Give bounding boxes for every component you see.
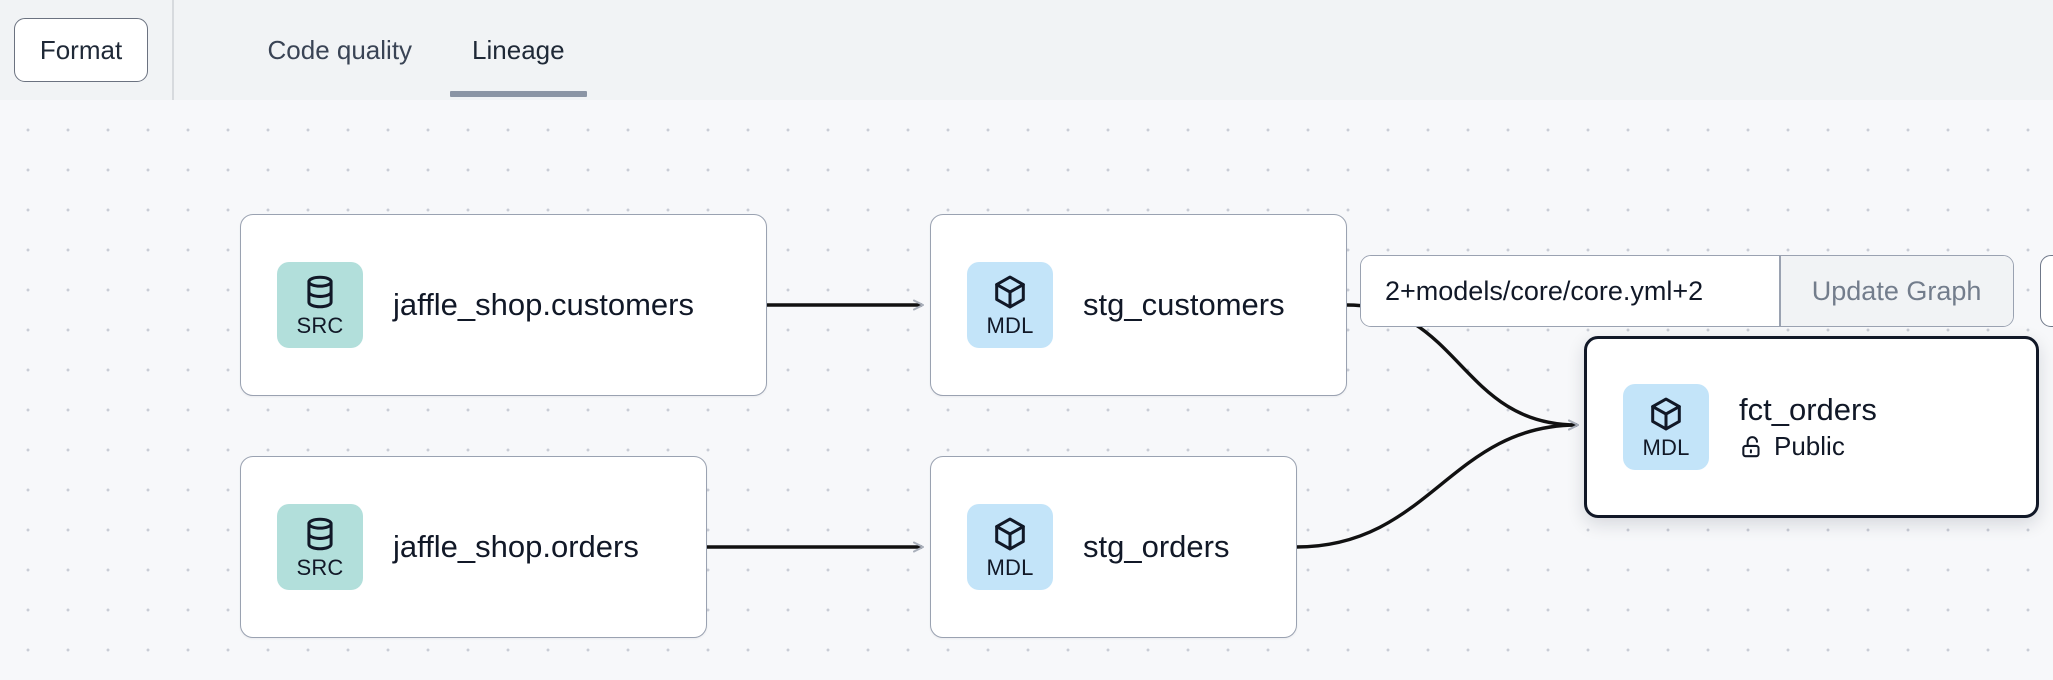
- node-title: stg_customers: [1083, 287, 1285, 323]
- lineage-node-fct-orders[interactable]: MDL fct_orders Public: [1584, 336, 2039, 518]
- update-graph-button[interactable]: Update Graph: [1780, 256, 2013, 326]
- cube-icon: [995, 517, 1025, 551]
- graph-selector-input[interactable]: [1361, 256, 1779, 326]
- edge-stg-orders-to-fct-orders: [1295, 419, 1579, 549]
- node-badge-src: SRC: [277, 504, 363, 590]
- node-title: jaffle_shop.customers: [393, 287, 694, 323]
- graph-selector-control: Update Graph: [1360, 255, 2014, 327]
- node-badge-label: SRC: [296, 313, 344, 338]
- database-icon: [307, 517, 333, 551]
- toolbar-divider: [172, 0, 174, 100]
- lineage-node-stg-orders[interactable]: MDL stg_orders: [930, 456, 1297, 638]
- node-badge-label: MDL: [986, 313, 1034, 338]
- node-badge-mdl: MDL: [1623, 384, 1709, 470]
- lineage-node-src-orders[interactable]: SRC jaffle_shop.orders: [240, 456, 707, 638]
- node-badge-mdl: MDL: [967, 262, 1053, 348]
- node-title: fct_orders: [1739, 391, 1877, 427]
- lineage-node-src-customers[interactable]: SRC jaffle_shop.customers: [240, 214, 767, 396]
- toolbar-left-group: Format: [0, 0, 172, 100]
- database-icon: [307, 275, 333, 309]
- node-badge-label: SRC: [296, 555, 344, 580]
- node-text-group: stg_orders: [1083, 529, 1229, 565]
- node-title: stg_orders: [1083, 529, 1230, 565]
- cube-icon: [1651, 397, 1681, 431]
- node-text-group: fct_orders Public: [1739, 392, 1877, 463]
- node-text-group: jaffle_shop.orders: [393, 529, 639, 565]
- node-badge-src: SRC: [277, 262, 363, 348]
- node-badge-label: MDL: [986, 555, 1034, 580]
- node-title: jaffle_shop.orders: [393, 529, 639, 565]
- node-badge-mdl: MDL: [967, 504, 1053, 590]
- tab-bar: Code quality Lineage: [174, 0, 595, 100]
- format-button[interactable]: Format: [14, 18, 148, 82]
- unlock-icon: [1742, 435, 1760, 458]
- node-text-group: stg_customers: [1083, 287, 1285, 323]
- lineage-canvas[interactable]: SRC jaffle_shop.customers MDL stg_custom…: [0, 100, 2053, 680]
- node-access-badge: Public: [1739, 431, 1877, 462]
- tab-lineage[interactable]: Lineage: [442, 0, 595, 100]
- top-toolbar: Format Code quality Lineage: [0, 0, 2053, 100]
- node-access-label: Public: [1774, 431, 1845, 462]
- node-badge-label: MDL: [1642, 435, 1690, 460]
- tab-code-quality[interactable]: Code quality: [267, 34, 413, 65]
- graph-side-control-partial[interactable]: [2040, 255, 2053, 327]
- cube-icon: [995, 275, 1025, 309]
- control-separator: [1779, 256, 1781, 326]
- node-text-group: jaffle_shop.customers: [393, 287, 694, 323]
- lineage-node-stg-customers[interactable]: MDL stg_customers: [930, 214, 1347, 396]
